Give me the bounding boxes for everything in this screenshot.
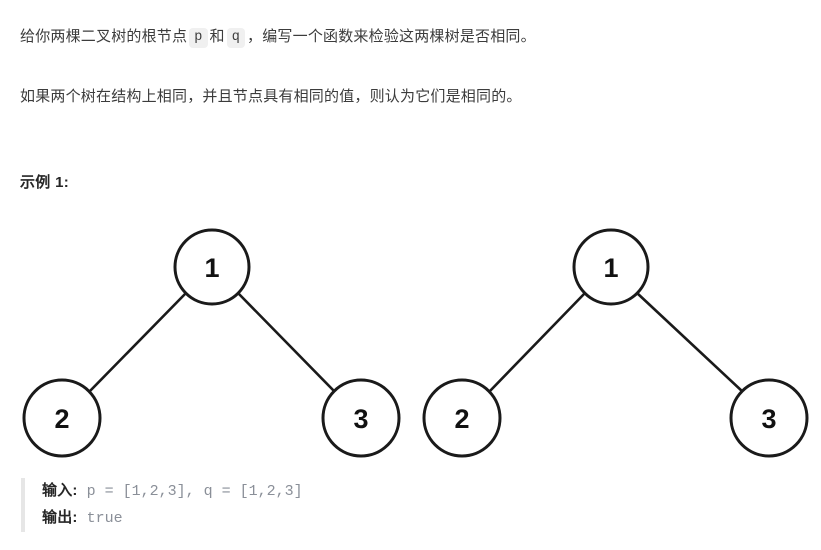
tree-q-node-left-circle bbox=[422, 378, 502, 458]
tree-q-node-right-label: 3 bbox=[761, 404, 776, 434]
tree-q-node-left-label: 2 bbox=[454, 404, 469, 434]
example-output-line: 输出: true bbox=[42, 505, 801, 532]
tree-p-node-right-label: 3 bbox=[353, 404, 368, 434]
example-input-value: p = [1,2,3], q = [1,2,3] bbox=[86, 483, 303, 500]
example-code-block: 输入: p = [1,2,3], q = [1,2,3] 输出: true bbox=[21, 478, 801, 532]
example-input-line: 输入: p = [1,2,3], q = [1,2,3] bbox=[42, 478, 801, 505]
tree-p-node-root-label: 1 bbox=[204, 253, 219, 283]
paragraph-1-text-before: 给你两棵二叉树的根节点 bbox=[20, 28, 188, 45]
tree-q-node-root-label: 1 bbox=[603, 253, 618, 283]
example-output-value: true bbox=[86, 510, 123, 527]
tree-q-edge-root-right bbox=[635, 291, 745, 394]
binary-tree-figure: 1 2 3 1 2 3 bbox=[0, 212, 821, 462]
tree-p-node-left-circle bbox=[22, 378, 102, 458]
tree-p-edge-root-right bbox=[236, 291, 337, 394]
tree-p-edge-root-left bbox=[87, 291, 188, 394]
paragraph-1-text-between: 和 bbox=[209, 28, 225, 45]
example-heading: 示例 1: bbox=[20, 174, 70, 191]
tree-q-node-right-circle bbox=[729, 378, 809, 458]
paragraph-1-text-after: ，编写一个函数来检验这两棵树是否相同。 bbox=[247, 28, 536, 45]
tree-p-node-root-circle bbox=[173, 228, 251, 306]
inline-code-q: q bbox=[226, 28, 246, 48]
example-output-label: 输出: bbox=[42, 509, 78, 526]
tree-p: 1 2 3 bbox=[22, 228, 401, 458]
tree-p-node-right-circle bbox=[321, 378, 401, 458]
example-input-label: 输入: bbox=[42, 482, 78, 499]
tree-q: 1 2 3 bbox=[422, 228, 809, 458]
inline-code-p: p bbox=[189, 28, 208, 48]
tree-q-node-root-circle bbox=[572, 228, 650, 306]
description-paragraph-2: 如果两个树在结构上相同，并且节点具有相同的值，则认为它们是相同的。 bbox=[20, 88, 522, 105]
tree-diagram-svg: 1 2 3 1 2 3 bbox=[22, 228, 809, 458]
tree-q-edge-root-left bbox=[487, 291, 587, 394]
tree-p-node-left-label: 2 bbox=[54, 404, 69, 434]
